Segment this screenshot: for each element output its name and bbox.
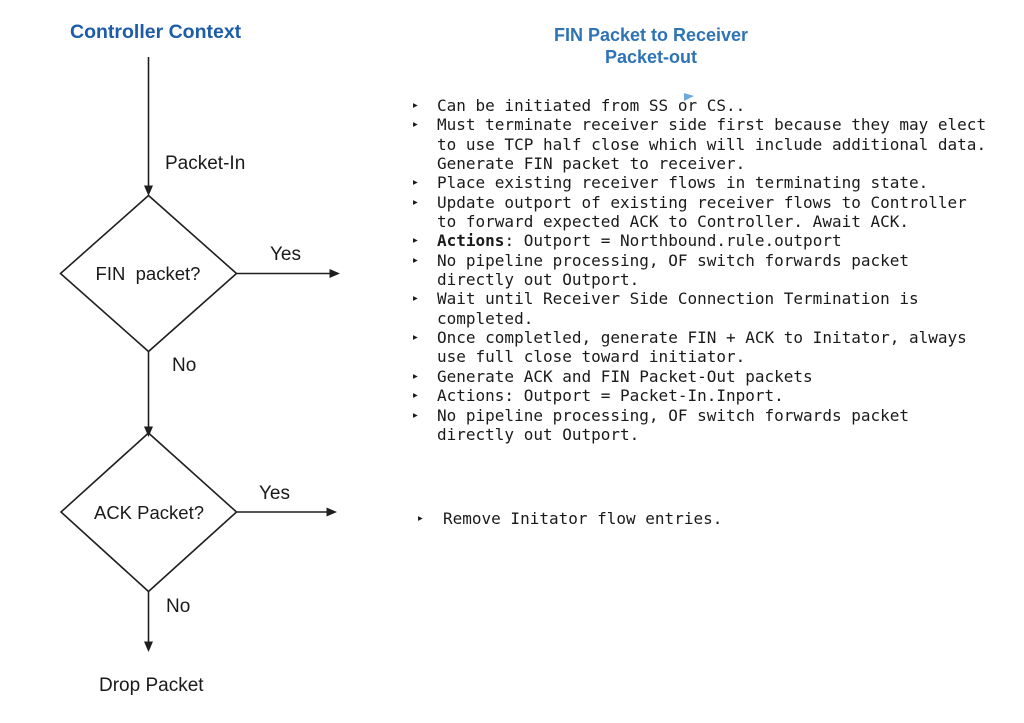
list-item: ▸ No pipeline processing, OF switch forw…	[413, 406, 986, 445]
list-item: ▸ Generate ACK and FIN Packet-Out packet…	[413, 367, 986, 386]
right-title-line1: FIN Packet to Receiver	[553, 25, 749, 45]
list-item: ▸ Once completled, generate FIN + ACK to…	[413, 328, 986, 367]
bullet-icon: ▸	[413, 254, 418, 266]
list-item: ▸ Remove Initator flow entries.	[418, 509, 722, 528]
right-panel-title: FIN Packet to Receiver Packet-out	[498, 24, 804, 68]
bullet-icon: ▸	[413, 177, 418, 189]
list-item: ▸ Actions: Outport = Northbound.rule.out…	[413, 231, 986, 250]
list-item-text: No pipeline processing, OF switch forwar…	[437, 405, 910, 444]
cursor-icon	[684, 93, 694, 101]
bullet-icon: ▸	[413, 370, 418, 382]
arrowhead-right-icon	[326, 507, 337, 517]
arrowhead-down-icon	[144, 426, 153, 437]
ack-no-label: No	[166, 596, 191, 617]
remove-flow-bullet-list: ▸ Remove Initator flow entries.	[418, 509, 722, 528]
fin-yes-label: Yes	[270, 244, 301, 265]
actions-bold-text: Actions	[437, 231, 505, 251]
list-item-text: No pipeline processing, OF switch forwar…	[437, 250, 910, 290]
bullet-icon: ▸	[413, 235, 418, 247]
bullet-icon: ▸	[413, 119, 418, 131]
list-item: ▸ Update outport of existing receiver fl…	[413, 193, 986, 232]
list-item-text: Wait until Receiver Side Connection Term…	[437, 289, 919, 328]
fin-no-label: No	[172, 355, 197, 376]
bullet-icon: ▸	[413, 390, 418, 402]
list-item-text: Place existing receiver flows in termina…	[437, 173, 929, 193]
bullet-icon: ▸	[413, 409, 418, 421]
list-item: ▸ Place existing receiver flows in termi…	[413, 173, 986, 192]
ack-diamond-label: ACK Packet?	[93, 502, 205, 523]
arrowhead-down-icon	[144, 641, 153, 652]
arrowhead-down-icon	[144, 185, 153, 196]
list-item: ▸ Can be initiated from SS or CS..	[413, 96, 986, 115]
list-item-text: Generate ACK and FIN Packet-Out packets	[437, 366, 813, 386]
bullet-icon: ▸	[413, 196, 418, 208]
list-item: ▸ No pipeline processing, OF switch forw…	[413, 251, 986, 290]
list-item-text: Must terminate receiver side first becau…	[437, 115, 987, 174]
list-item-text: Once completled, generate FIN + ACK to I…	[437, 328, 967, 367]
list-item-text: Update outport of existing receiver flow…	[437, 192, 967, 232]
list-item-text: Actions: Outport = Northbound.rule.outpo…	[437, 231, 842, 250]
right-title-line2: Packet-out	[604, 47, 698, 67]
bullet-icon: ▸	[413, 100, 418, 111]
bullet-icon: ▸	[418, 513, 423, 524]
arrowhead-right-icon	[329, 269, 340, 278]
actions-rest-text: : Outport = Northbound.rule.outport	[504, 231, 842, 251]
list-item-text: Remove Initator flow entries.	[443, 509, 723, 528]
list-item: ▸ Wait until Receiver Side Connection Te…	[413, 289, 986, 328]
bullet-icon: ▸	[413, 332, 418, 344]
list-item-text: Can be initiated from SS or CS..	[437, 96, 746, 115]
fin-diamond-label: FIN packet?	[95, 263, 201, 284]
fin-packet-bullet-list: ▸ Can be initiated from SS or CS.. ▸ Mus…	[413, 96, 986, 444]
left-panel-title: Controller Context	[70, 21, 242, 43]
list-item: ▸ Must terminate receiver side first bec…	[413, 115, 986, 173]
drop-packet-label: Drop Packet	[99, 675, 204, 696]
bullet-icon: ▸	[413, 293, 418, 305]
list-item: ▸ Actions: Outport = Packet-In.Inport.	[413, 386, 986, 405]
list-item-text: Actions: Outport = Packet-In.Inport.	[437, 386, 784, 406]
ack-decision-diamond	[59, 431, 238, 593]
ack-yes-label: Yes	[259, 483, 290, 504]
fin-decision-diamond	[59, 194, 238, 353]
packet-in-label: Packet-In	[165, 153, 246, 174]
